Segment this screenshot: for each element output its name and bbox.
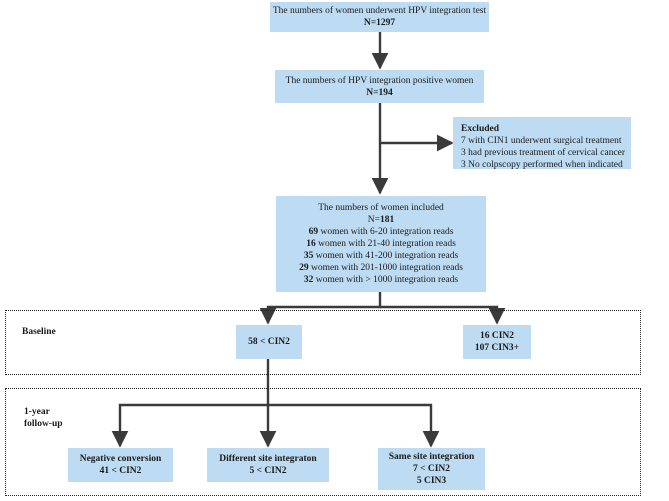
- box-included-row: 16 women with 21-40 integration reads: [306, 239, 456, 249]
- box-negative-conversion: Negative conversion 41 < CIN2: [68, 448, 173, 482]
- followup-label-line2: follow-up: [24, 419, 63, 429]
- box-different-line2: 5 < CIN2: [249, 466, 287, 476]
- box-positive: The numbers of HPV integration positive …: [275, 70, 484, 103]
- box-test-line1: The numbers of women underwent HPV integ…: [272, 6, 487, 16]
- box-lt-cin2: 58 < CIN2: [236, 325, 302, 359]
- box-included-title: The numbers of women included: [318, 203, 444, 213]
- box-excluded-title: Excluded: [461, 124, 500, 134]
- box-excluded: Excluded 7 with CIN1 underwent surgical …: [453, 117, 631, 170]
- branch-followup-right: [268, 403, 440, 448]
- box-included-row: 35 women with 41-200 integration reads: [303, 251, 459, 261]
- box-positive-line2: N=194: [366, 87, 393, 98]
- box-included-row: 29 women with 201-1000 integration reads: [299, 263, 463, 273]
- box-same-line1: Same site integration: [388, 452, 475, 462]
- box-included-n: N=181: [367, 215, 395, 225]
- followup-label: 1-year follow-up: [24, 406, 63, 430]
- box-same-line2: 7 < CIN2: [412, 464, 451, 474]
- box-cin-high-line1: 16 CIN2: [479, 331, 515, 341]
- branch-baseline: [259, 292, 382, 325]
- baseline-label: Baseline: [22, 327, 56, 337]
- branch-baseline-right: [380, 305, 506, 325]
- followup-label-line1: 1-year: [24, 407, 50, 417]
- box-excluded-item: 7 with CIN1 underwent surgical treatment: [461, 136, 622, 146]
- branch-followup-left: [111, 403, 268, 448]
- box-excluded-item: 3 had previous treatment of cervical can…: [461, 148, 626, 158]
- box-cin-high: 16 CIN2 107 CIN3+: [463, 325, 531, 359]
- box-different-site: Different site integraton 5 < CIN2: [207, 448, 329, 482]
- box-cin-high-line2: 107 CIN3+: [474, 343, 520, 353]
- box-test-line2: N=1297: [363, 18, 396, 28]
- baseline-panel: [5, 310, 641, 375]
- box-included-row: 69 women with 6-20 integration reads: [308, 227, 454, 237]
- box-excluded-item: 3 No colpscopy performed when indicated: [461, 160, 623, 170]
- box-included-row: 32 women with > 1000 integration reads: [303, 275, 459, 285]
- box-negative-line1: Negative conversion: [79, 454, 162, 464]
- followup-panel: [5, 388, 641, 496]
- box-included: The numbers of women included N=181 69 w…: [276, 196, 486, 292]
- box-negative-line2: 41 < CIN2: [99, 466, 142, 476]
- box-lt-cin2-label: 58 < CIN2: [248, 337, 290, 347]
- box-same-line3: 5 CIN3: [416, 476, 447, 486]
- box-same-site: Same site integration 7 < CIN2 5 CIN3: [378, 448, 485, 490]
- box-positive-line1: The numbers of HPV integration positive …: [285, 75, 474, 86]
- box-test: The numbers of women underwent HPV integ…: [270, 2, 489, 32]
- box-different-line1: Different site integraton: [219, 454, 317, 464]
